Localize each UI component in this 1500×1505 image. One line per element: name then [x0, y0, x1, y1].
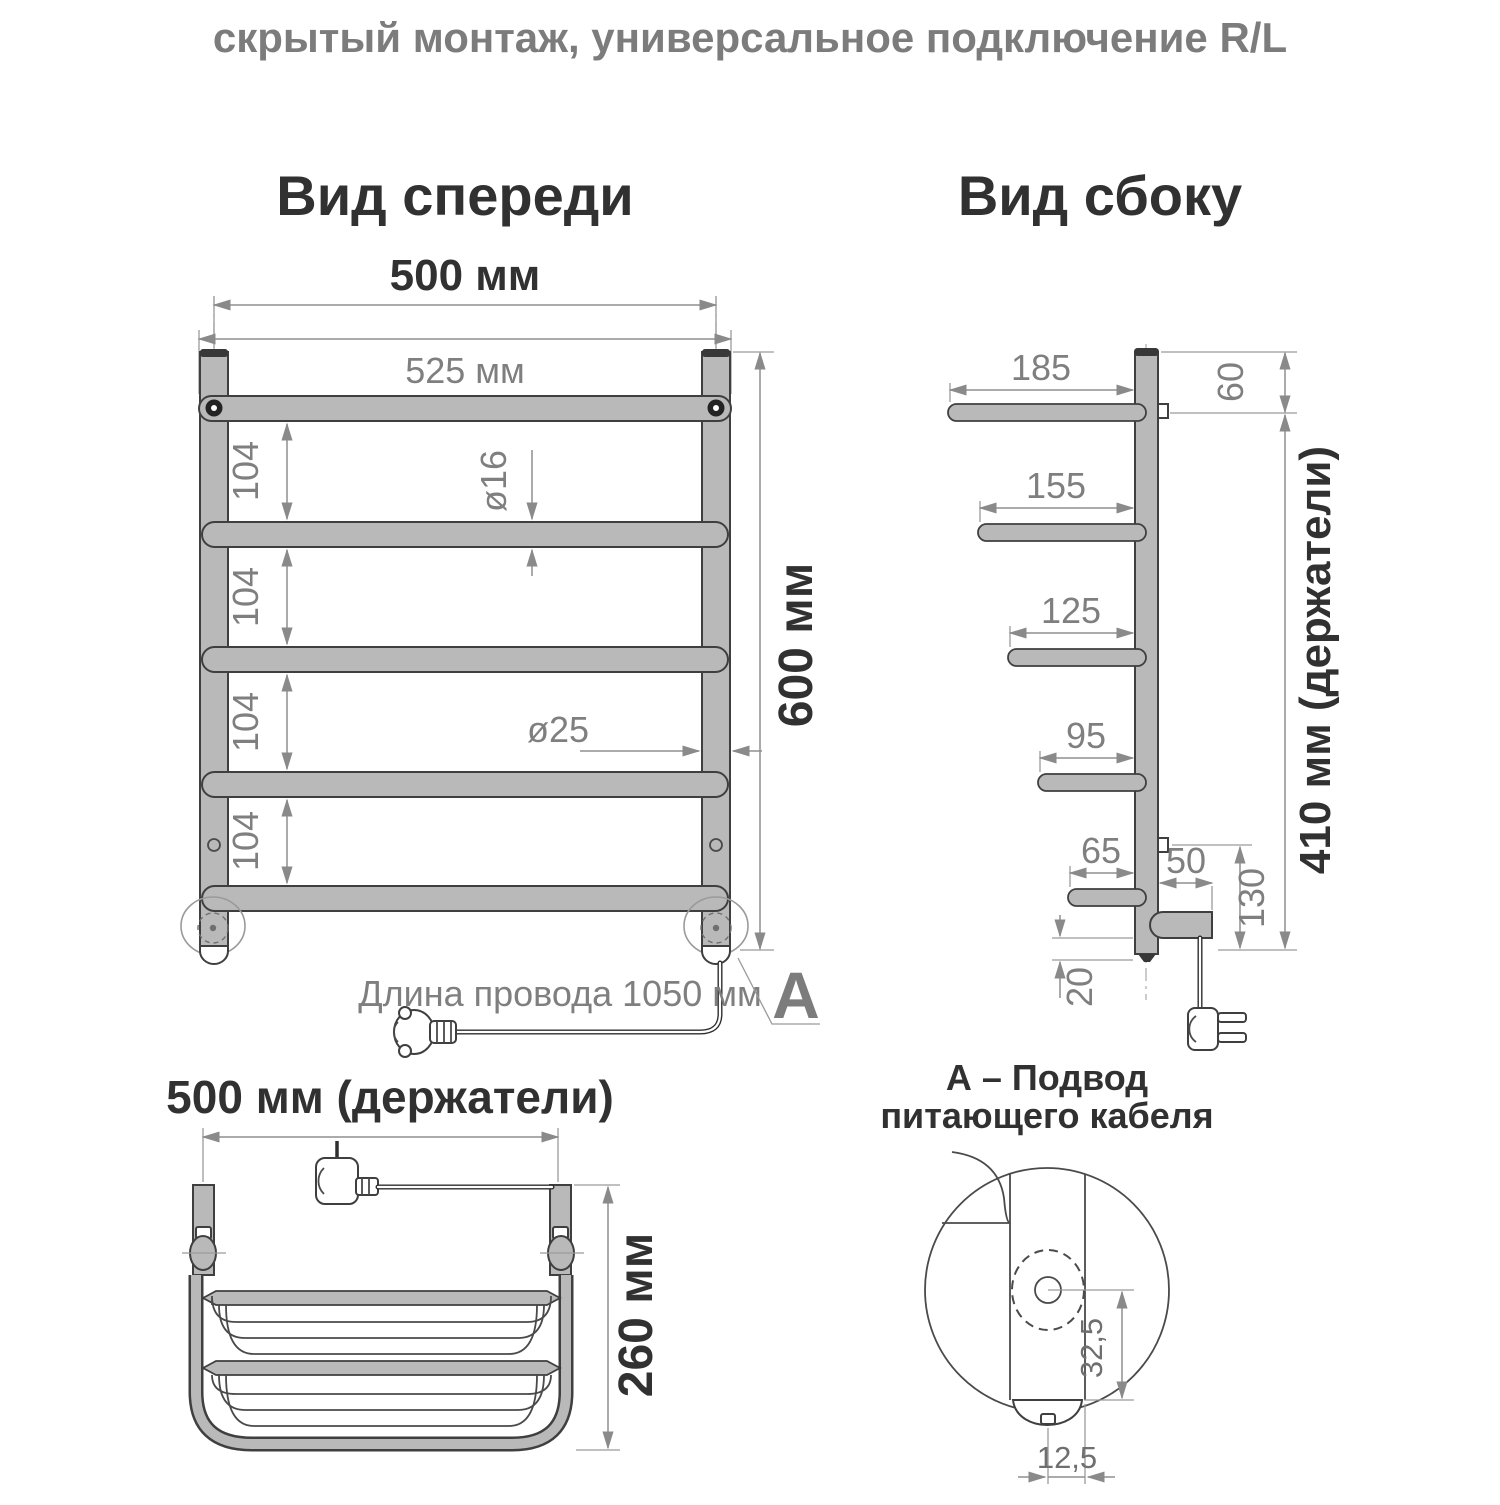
front-power-cable: [392, 960, 723, 1058]
half-width-label: 12,5: [1037, 1440, 1097, 1475]
block-width-label: 50: [1166, 840, 1206, 881]
detail-marker-label: A: [772, 958, 820, 1032]
top-frame: [188, 1275, 574, 1452]
detail-view: А – Подвод питающего кабеля 32,5 12,5: [880, 1057, 1214, 1484]
arm-label-1: 185: [1011, 347, 1071, 388]
holders-height-label: 410 мм (держатели): [1291, 446, 1340, 874]
top-rail-2: [201, 1360, 562, 1376]
detail-arm-corner: [951, 1151, 1011, 1224]
detail-title-line1: А – Подвод: [946, 1057, 1148, 1098]
side-arm-dims: 185 155 125 95 65: [948, 347, 1135, 887]
top-offset-label: 60: [1210, 362, 1251, 402]
detail-cap-nub: [1040, 1413, 1056, 1425]
side-post-bottom-tip: [1138, 954, 1156, 962]
post-diameter-label: ø25: [527, 709, 589, 750]
heater-block: [1149, 911, 1213, 939]
side-arm-5: [1067, 888, 1147, 907]
cap-offset-label: 20: [1059, 967, 1100, 1007]
front-spacing-dims: 104 104 104 104: [225, 422, 293, 885]
front-bar-4: [201, 771, 729, 798]
arm-label-2: 155: [1026, 465, 1086, 506]
wall-bracket-top: [1157, 403, 1169, 419]
front-view-title: Вид спереди: [276, 164, 633, 227]
side-post-cap: [1134, 348, 1159, 356]
hole-offset-label: 32,5: [1074, 1318, 1109, 1378]
front-left-foot-cap: [199, 945, 229, 965]
front-barwidth-label: 525 мм: [405, 350, 525, 391]
side-arm-3: [1007, 648, 1147, 667]
detail-leader-line: [737, 957, 820, 1025]
front-bar-3: [201, 646, 729, 673]
power-plug-icon: [392, 1006, 457, 1058]
front-bar-2: [201, 521, 729, 548]
page-subtitle: скрытый монтаж, универсальное подключени…: [213, 14, 1287, 61]
screw-right: [707, 399, 725, 417]
bracket-screw-left: [207, 838, 221, 852]
arm-label-3: 125: [1041, 590, 1101, 631]
arm-label-5: 65: [1081, 830, 1121, 871]
front-height-label: 600 мм: [770, 563, 823, 727]
side-power-cable: [1187, 935, 1247, 1051]
side-arm-1: [947, 403, 1147, 422]
side-arm-4: [1037, 773, 1147, 792]
top-power-cable: [315, 1141, 555, 1205]
cable-length-label: Длина провода 1050 мм: [358, 973, 762, 1014]
front-right-foot-cap: [701, 945, 731, 965]
bracket-screw-right: [709, 838, 723, 852]
top-rail-1: [201, 1290, 562, 1306]
top-view: 500 мм (держатели): [166, 1071, 663, 1452]
front-bar-1: [198, 395, 732, 422]
spacing-label-3: 104: [225, 692, 266, 752]
side-view-title: Вид сбоку: [958, 164, 1242, 227]
spacing-label-4: 104: [225, 811, 266, 871]
spacing-label-1: 104: [225, 441, 266, 501]
side-arm-2: [977, 523, 1147, 542]
front-left-post-cap: [200, 349, 228, 357]
detail-title-line2: питающего кабеля: [880, 1095, 1213, 1136]
wall-bracket-bottom: [1157, 837, 1169, 853]
front-bar-5: [201, 885, 729, 912]
front-right-post-cap: [702, 349, 730, 357]
top-view-title: 500 мм (держатели): [166, 1071, 614, 1123]
arm-label-4: 95: [1066, 715, 1106, 756]
front-view: Вид спереди 500 мм 525 мм: [180, 164, 823, 1058]
power-plug-side-icon: [1187, 1007, 1247, 1051]
top-nested-rungs-lower: [211, 1374, 552, 1427]
top-nested-rungs-upper: [211, 1295, 552, 1355]
front-width-label: 500 мм: [390, 251, 541, 300]
screw-left: [205, 399, 223, 417]
side-view: Вид сбоку: [947, 164, 1340, 1051]
bottom-offset-label: 130: [1231, 868, 1272, 928]
top-depth-label: 260 мм: [610, 1233, 663, 1397]
bar-diameter-label: ø16: [473, 450, 514, 512]
spacing-label-2: 104: [225, 567, 266, 627]
